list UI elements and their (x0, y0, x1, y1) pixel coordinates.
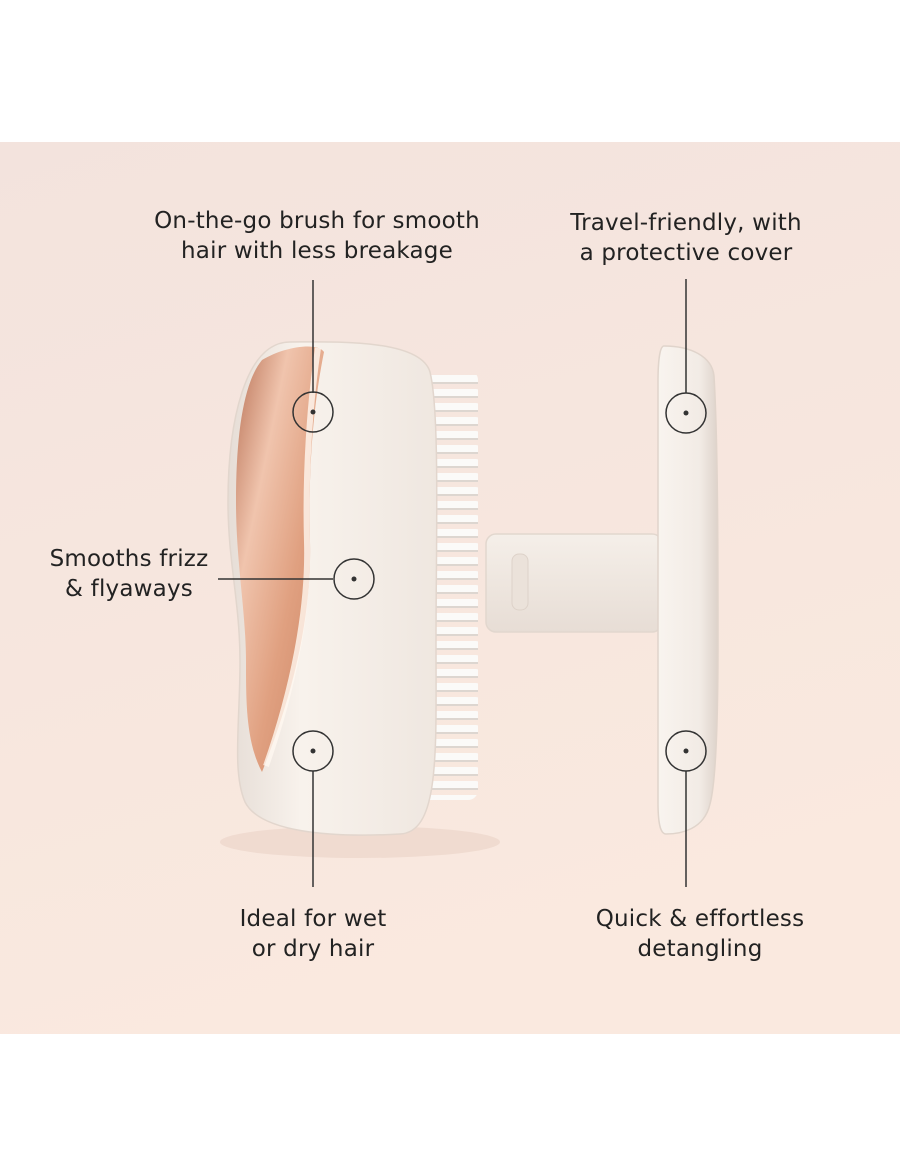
callout-line: detangling (637, 936, 763, 962)
rose-gold-accent (236, 346, 324, 772)
marker-top-left (292, 391, 334, 433)
callout-line: On-the-go brush for smooth (154, 208, 480, 234)
protective-cover (485, 345, 719, 835)
callout-line: & flyaways (65, 576, 193, 602)
marker-bottom-left (292, 730, 334, 772)
marker-top-right (665, 392, 707, 434)
marker-mid-left (333, 558, 375, 600)
cover-shell (657, 345, 719, 835)
callout-line: or dry hair (251, 936, 375, 962)
product-infographic-panel: On-the-go brush for smooth hair with les… (0, 142, 900, 1034)
callout-line: Ideal for wet (239, 906, 387, 932)
callout-line: Quick & effortless (595, 906, 805, 932)
marker-bottom-right (665, 730, 707, 772)
detangling-brush (220, 341, 500, 858)
callout-label-bottom-left: Ideal for wet or dry hair (202, 904, 424, 964)
callout-line: Travel-friendly, with (570, 210, 802, 236)
callout-label-mid-left: Smooths frizz & flyaways (24, 544, 234, 604)
callout-label-bottom-right: Quick & effortless detangling (558, 904, 842, 964)
callout-line: hair with less breakage (181, 238, 453, 264)
callout-line: Smooths frizz (49, 546, 209, 572)
callout-label-top-right: Travel-friendly, with a protective cover (533, 208, 839, 268)
callout-label-top-left: On-the-go brush for smooth hair with les… (117, 206, 517, 266)
product-illustration (0, 142, 900, 1034)
callout-line: a protective cover (579, 240, 793, 266)
callout-markers (292, 391, 707, 772)
callout-lines (218, 279, 687, 887)
